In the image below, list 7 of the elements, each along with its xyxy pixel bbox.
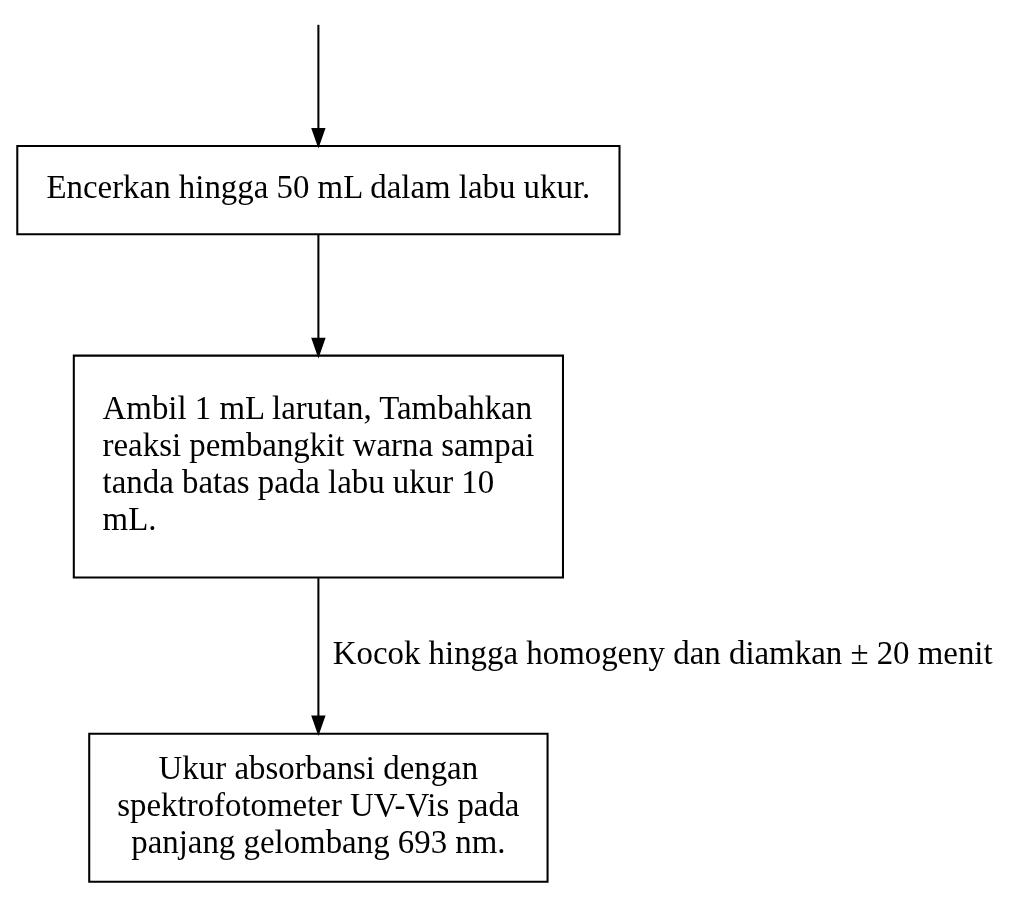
arrow [310, 24, 326, 149]
edge-label: Kocok hingga homogeny dan diamkan ± 20 menit [332, 634, 993, 670]
arrow [310, 577, 326, 736]
node-box: Ambil 1 mL larutan, Tambahkan reaksi pembangkit warna sampai tanda batas pada labu ukur 10 mL. [72, 354, 564, 579]
node-box: Ukur absorbansi dengan spektrofotometer UV-Vis pada panjang gelombang 693 nm. [87, 732, 549, 883]
node-box: Encerkan hingga 50 mL dalam labu ukur. [15, 144, 621, 235]
arrow [310, 234, 326, 358]
